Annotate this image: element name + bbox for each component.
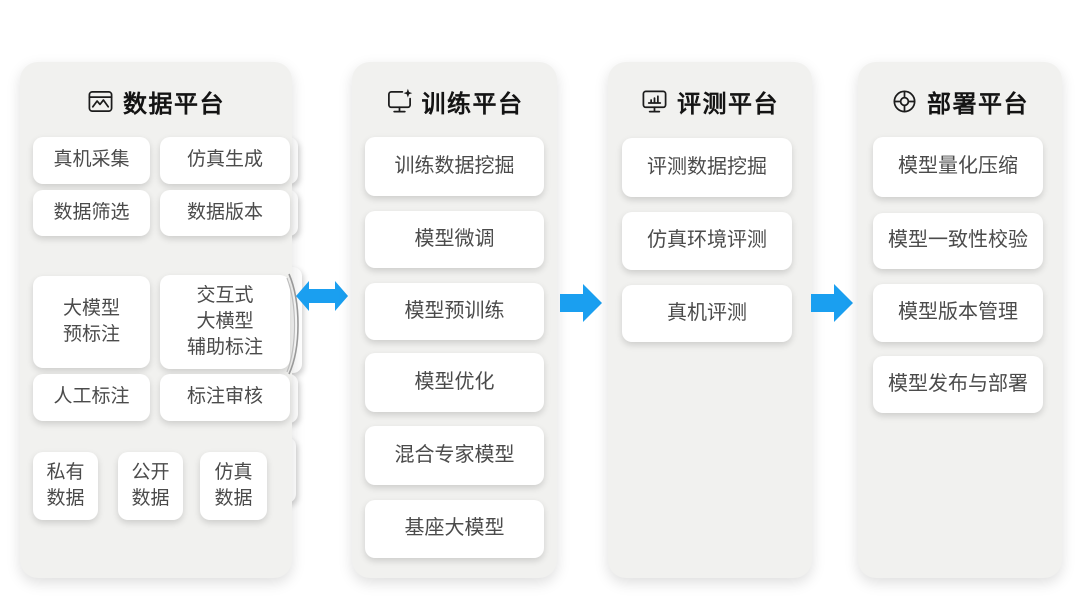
panel-evaluation-header: 评测平台 <box>608 84 812 119</box>
module-card: 混合专家模型 <box>365 426 544 485</box>
module-card: 数据筛选 <box>33 190 150 236</box>
panel-title: 部署平台 <box>927 91 1029 118</box>
bidirectional-arrow <box>296 281 348 311</box>
module-card: 真机评测 <box>622 285 792 342</box>
module-card: 真机采集 <box>33 137 150 184</box>
panel-evaluation-platform: 评测平台 评测数据挖掘 仿真环境评测 真机评测 <box>608 62 812 578</box>
module-card: 基座大模型 <box>365 500 544 558</box>
monitor-barchart-icon <box>641 88 668 115</box>
stacked-card-arc <box>286 273 299 375</box>
module-card: 模型版本管理 <box>873 284 1043 342</box>
module-card: 模型预训练 <box>365 283 544 340</box>
panel-data-header: 数据平台 <box>20 84 292 119</box>
panel-title: 评测平台 <box>677 91 779 118</box>
module-card: 数据版本 <box>160 190 290 236</box>
module-card: 模型一致性校验 <box>873 213 1043 269</box>
module-card: 模型微调 <box>365 211 544 268</box>
module-card: 模型量化压缩 <box>873 137 1043 197</box>
target-crosshair-icon <box>891 88 918 115</box>
panel-deployment-header: 部署平台 <box>858 84 1062 119</box>
panel-title: 数据平台 <box>123 91 225 118</box>
module-card: 仿真生成 <box>160 137 290 184</box>
module-card: 训练数据挖掘 <box>365 137 544 196</box>
module-card: 评测数据挖掘 <box>622 138 792 197</box>
panel-title: 训练平台 <box>421 91 524 118</box>
module-card: 标注审核 <box>160 374 290 421</box>
module-card: 交互式 大横型 辅助标注 <box>160 275 290 369</box>
module-card: 大模型 预标注 <box>33 276 150 368</box>
right-arrow <box>811 284 853 322</box>
module-card: 模型优化 <box>365 353 544 412</box>
right-arrow <box>560 284 602 322</box>
image-chart-icon <box>87 88 114 115</box>
panel-data-platform: 数据平台 真机采集 仿真生成 数据筛选 数据版本 大模型 预标注 交互式 大横型… <box>20 62 292 578</box>
module-card: 仿真 数据 <box>200 452 267 520</box>
module-card: 私有 数据 <box>33 452 98 520</box>
panel-training-platform: 训练平台 训练数据挖掘 模型微调 模型预训练 模型优化 混合专家模型 基座大模型 <box>352 62 557 578</box>
module-card: 仿真环境评测 <box>622 212 792 270</box>
panel-deployment-platform: 部署平台 模型量化压缩 模型一致性校验 模型版本管理 模型发布与部署 <box>858 62 1062 578</box>
panel-training-header: 训练平台 <box>352 84 557 119</box>
module-card: 模型发布与部署 <box>873 356 1043 413</box>
monitor-sparkle-icon <box>386 88 413 115</box>
module-card: 公开 数据 <box>118 452 183 520</box>
module-card: 人工标注 <box>33 374 150 421</box>
